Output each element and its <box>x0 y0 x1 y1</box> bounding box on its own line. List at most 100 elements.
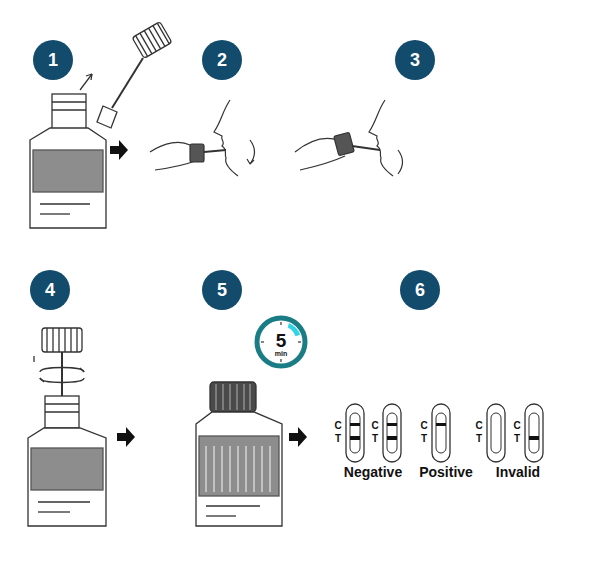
step4-cup <box>38 511 70 512</box>
step3-swab-mouth <box>334 132 355 155</box>
step-number-text: 2 <box>217 51 227 69</box>
line-label: C <box>371 420 378 431</box>
test-strip-part <box>350 423 360 426</box>
test-strip <box>346 404 543 462</box>
step4-cup <box>28 428 106 526</box>
step3-swab-mouth <box>352 146 380 150</box>
step-number: 2 <box>202 40 242 80</box>
step4-cup <box>28 328 106 526</box>
line-label: T <box>476 433 482 444</box>
step5-cup <box>215 384 216 410</box>
step-arrow <box>117 427 135 447</box>
step5-cup <box>205 446 206 492</box>
step1-cup <box>40 203 90 204</box>
test-strip-part <box>436 423 446 426</box>
line-label: T <box>372 433 378 444</box>
step-number: 1 <box>33 40 73 80</box>
step4-cup <box>61 352 63 398</box>
step5-cup <box>245 446 246 492</box>
step-number: 4 <box>30 270 70 310</box>
step-number-text: 6 <box>415 281 425 299</box>
line-label: C <box>475 420 482 431</box>
step-number-text: 1 <box>48 51 58 69</box>
step-number: 6 <box>400 270 440 310</box>
test-strip-part <box>387 413 397 453</box>
test-strip-part <box>491 413 501 453</box>
step2-swab-mouth <box>214 100 238 176</box>
step5-cup <box>261 446 262 492</box>
step-number: 3 <box>395 40 435 80</box>
timer-wedge <box>288 323 300 336</box>
step4-cup <box>64 328 65 352</box>
step1-cup <box>149 28 161 49</box>
step1-cup <box>97 106 117 128</box>
step4-cup <box>33 356 34 362</box>
step1-cup <box>52 109 86 110</box>
step2-swab-mouth <box>190 144 204 162</box>
step1-cup <box>30 128 106 228</box>
step5-cup <box>269 446 270 492</box>
timer-tick <box>261 341 264 342</box>
result-label: Invalid <box>496 464 540 480</box>
step5-cup <box>210 382 256 412</box>
step4-cup <box>45 396 79 428</box>
step5-cup <box>206 505 260 506</box>
step1-cup <box>132 22 172 59</box>
step-arrow <box>110 140 128 160</box>
test-strip-part <box>529 413 539 453</box>
step1-cup <box>144 31 156 52</box>
step3-swab-mouth <box>295 139 338 153</box>
test-strip-part <box>436 413 446 453</box>
step5-cup <box>206 515 236 516</box>
step1-cup <box>86 74 92 80</box>
test-strip-part <box>487 404 505 462</box>
test-strip-part <box>346 404 364 462</box>
timer-value: 5 <box>276 332 287 350</box>
step-arrow <box>289 427 307 447</box>
step1-cup <box>30 22 172 228</box>
line-label: T <box>335 433 341 444</box>
step1-cup <box>33 150 103 192</box>
step4-cup <box>45 403 79 404</box>
test-strip-part <box>387 436 397 440</box>
step3-swab-mouth <box>369 100 393 176</box>
step3-swab-mouth <box>300 156 345 170</box>
timer-tick <box>280 359 281 362</box>
step4-cup <box>31 448 103 490</box>
step2-swab-mouth <box>247 159 254 164</box>
step5-cup <box>213 446 214 492</box>
test-strip-part <box>525 404 543 462</box>
test-strip-part <box>432 404 450 462</box>
step5-cup <box>229 384 230 410</box>
step1-cup <box>140 33 152 54</box>
step5-cup <box>237 446 238 492</box>
step5-cup <box>253 446 254 492</box>
step4-cup <box>40 368 84 382</box>
step-number-text: 3 <box>410 51 420 69</box>
step5-cup <box>221 446 222 492</box>
test-strip-part <box>350 436 360 440</box>
step4-cup <box>45 411 79 412</box>
step-number-text: 5 <box>217 281 227 299</box>
step4-cup <box>70 328 71 352</box>
step1-cup <box>40 213 70 214</box>
step5-cup <box>249 384 250 410</box>
step3-swab-mouth <box>295 100 403 176</box>
line-label: C <box>513 420 520 431</box>
test-strip-part <box>387 423 397 426</box>
step-number: 5 <box>202 270 242 310</box>
step1-cup <box>52 101 86 102</box>
test-strip-part <box>383 404 401 462</box>
step-arrow <box>110 140 307 447</box>
step3-swab-mouth <box>398 150 403 174</box>
line-label: C <box>420 420 427 431</box>
step4-cup <box>46 328 47 352</box>
step4-cup <box>38 501 90 502</box>
step5-cup <box>199 436 279 496</box>
step5-cup <box>196 382 282 526</box>
timer-unit: min <box>275 350 287 358</box>
step1-cup <box>153 26 165 47</box>
step1-cup <box>80 74 92 90</box>
step1-cup <box>52 94 86 130</box>
